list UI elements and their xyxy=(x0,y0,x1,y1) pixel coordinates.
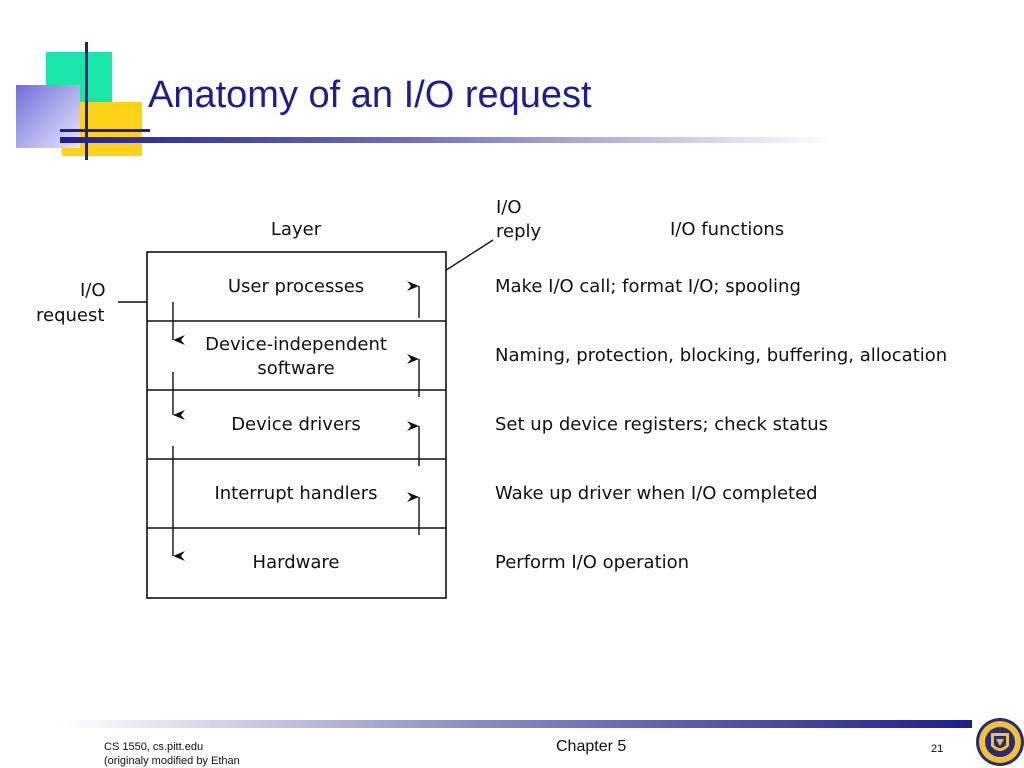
request-label-line2: request xyxy=(36,305,104,326)
deco-vertical-line xyxy=(85,42,88,160)
university-seal-logo xyxy=(976,718,1024,766)
deco-horizontal-line xyxy=(60,129,150,132)
layer-name-user-processes: User processes xyxy=(228,276,364,297)
layer-name-device-independent-line2: software xyxy=(257,358,334,379)
footer-source-line1: CS 1550, cs.pitt.edu xyxy=(104,741,204,753)
request-label-line1: I/O xyxy=(80,280,106,301)
title-underline xyxy=(60,137,830,143)
footer-chapter: Chapter 5 xyxy=(556,738,627,755)
layer-name-device-independent-line1: Device-independent xyxy=(205,334,387,355)
function-user-processes: Make I/O call; format I/O; spooling xyxy=(495,276,801,297)
layer-name-device-drivers: Device drivers xyxy=(231,414,361,435)
corner-decoration xyxy=(0,0,160,165)
function-device-independent: Naming, protection, blocking, buffering,… xyxy=(495,345,947,366)
slide-title: Anatomy of an I/O request xyxy=(148,74,592,116)
page-number: 21 xyxy=(931,743,944,755)
functions-header: I/O functions xyxy=(670,219,784,240)
layer-header: Layer xyxy=(271,219,322,240)
reply-label-line1: I/O xyxy=(496,197,522,218)
footer-source-line2: (originaly modified by Ethan xyxy=(104,755,240,767)
footer-rule xyxy=(60,720,972,728)
layer-stack-box xyxy=(146,251,447,599)
layer-name-hardware: Hardware xyxy=(253,552,340,573)
footer-source: CS 1550, cs.pitt.edu (originaly modified… xyxy=(104,740,240,768)
layer-name-interrupt-handlers: Interrupt handlers xyxy=(214,483,377,504)
function-hardware: Perform I/O operation xyxy=(495,552,689,573)
reply-label-line2: reply xyxy=(496,221,542,242)
function-interrupt-handlers: Wake up driver when I/O completed xyxy=(495,483,818,504)
function-device-drivers: Set up device registers; check status xyxy=(495,414,828,435)
